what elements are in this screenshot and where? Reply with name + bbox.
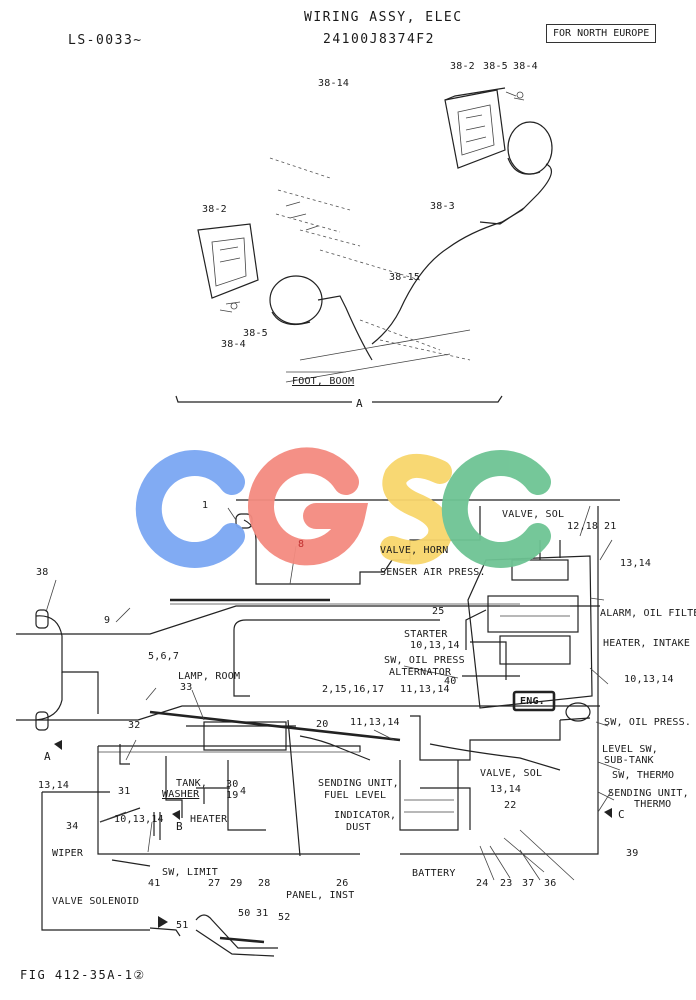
label-sw-oil-press-b: SW, OIL PRESS. xyxy=(604,717,692,728)
label-sw-limit: SW, LIMIT xyxy=(162,867,218,878)
label-10-13-14-a: 10,13,14 xyxy=(410,640,460,651)
label-34: 34 xyxy=(66,821,79,832)
label-52: 52 xyxy=(278,912,291,923)
label-38-4-top: 38-4 xyxy=(513,61,538,72)
label-heater-intake: HEATER, INTAKE xyxy=(603,638,691,649)
mark-b: B xyxy=(176,820,183,833)
mark-a-lower: A xyxy=(44,750,51,763)
label-28: 28 xyxy=(258,878,271,889)
label-lamp-room: LAMP, ROOM xyxy=(178,671,241,682)
label-38-5-left: 38-5 xyxy=(243,328,268,339)
label-starter: STARTER xyxy=(404,629,448,640)
label-sending-thermo-2: THERMO xyxy=(634,799,672,810)
label-38-14: 38-14 xyxy=(318,78,350,89)
serial-range: LS-0033~ xyxy=(68,33,143,48)
label-41: 41 xyxy=(148,878,161,889)
label-37: 37 xyxy=(522,878,535,889)
label-24: 24 xyxy=(476,878,489,889)
label-40: 40 xyxy=(444,676,457,687)
label-31-a: 31 xyxy=(118,786,131,797)
label-50: 50 xyxy=(238,908,251,919)
label-12-18: 12,18 xyxy=(567,521,599,532)
label-senser-air-press: SENSER AIR PRESS. xyxy=(380,567,486,578)
label-13-14-c: 13,14 xyxy=(490,784,522,795)
label-32: 32 xyxy=(128,720,141,731)
label-indicator-2: DUST xyxy=(346,822,371,833)
label-29: 29 xyxy=(230,878,243,889)
label-27: 27 xyxy=(208,878,221,889)
label-2-15-16-17: 2,15,16,17 xyxy=(322,684,385,695)
label-valve-sol-low: VALVE, SOL xyxy=(480,768,543,779)
part-number: 24100J8374F2 xyxy=(323,32,435,47)
figure-number: FIG 412-35A-1② xyxy=(20,968,146,982)
label-38-5-top: 38-5 xyxy=(483,61,508,72)
label-8: 8 xyxy=(298,539,305,550)
label-4: 4 xyxy=(240,786,247,797)
label-eng: ENG. xyxy=(520,696,545,707)
label-sub-tank: SUB-TANK xyxy=(604,755,654,766)
label-sw-thermo: SW, THERMO xyxy=(612,770,675,781)
label-battery: BATTERY xyxy=(412,868,456,879)
label-36: 36 xyxy=(544,878,557,889)
label-38-2-top: 38-2 xyxy=(450,61,475,72)
label-19: 19 xyxy=(226,790,239,801)
diagram-title: WIRING ASSY, ELEC xyxy=(304,10,463,25)
label-20: 20 xyxy=(316,719,329,730)
label-38-15: 38-15 xyxy=(389,272,421,283)
label-valve-solenoid: VALVE SOLENOID xyxy=(52,896,140,907)
label-10-13-14-c: 10,13,14 xyxy=(114,814,164,825)
watermark-letters xyxy=(135,447,551,568)
label-13-14-a: 13,14 xyxy=(620,558,652,569)
label-51: 51 xyxy=(176,920,189,931)
label-heater: HEATER xyxy=(190,814,228,825)
label-alternator: ALTERNATOR xyxy=(389,667,452,678)
label-5-6-7: 5,6,7 xyxy=(148,651,180,662)
label-panel-inst: PANEL, INST xyxy=(286,890,355,901)
label-valve-horn: VALVE, HORN xyxy=(380,545,449,556)
label-sw-oil-press-a: SW, OIL PRESS xyxy=(384,655,465,666)
foot-boom-label: FOOT, BOOM xyxy=(292,376,355,387)
label-sending-fuel-1: SENDING UNIT, xyxy=(318,778,399,789)
label-38: 38 xyxy=(36,567,49,578)
label-38-2-left: 38-2 xyxy=(202,204,227,215)
label-21: 21 xyxy=(604,521,617,532)
label-23: 23 xyxy=(500,878,513,889)
label-sending-fuel-2: FUEL LEVEL xyxy=(324,790,387,801)
label-25: 25 xyxy=(432,606,445,617)
label-washer: WASHER xyxy=(162,789,200,800)
label-11-13-14-b: 11,13,14 xyxy=(350,717,400,728)
label-13-14-b: 13,14 xyxy=(38,780,70,791)
label-38-3: 38-3 xyxy=(430,201,455,212)
label-1: 1 xyxy=(202,500,209,511)
label-alarm-oil-filter: ALARM, OIL FILTER xyxy=(600,608,696,619)
label-31-b: 31 xyxy=(256,908,269,919)
section-mark-a: A xyxy=(356,397,363,410)
upper-exploded-view xyxy=(175,87,553,403)
label-10-13-14-b: 10,13,14 xyxy=(624,674,674,685)
label-33: 33 xyxy=(180,682,193,693)
label-indicator-1: INDICATOR, xyxy=(334,810,397,821)
label-26: 26 xyxy=(336,878,349,889)
label-valve-sol-top: VALVE, SOL xyxy=(502,509,565,520)
mark-c: C xyxy=(618,808,625,821)
label-tank: TANK, xyxy=(176,778,208,789)
label-39: 39 xyxy=(626,848,639,859)
label-level-sw: LEVEL SW, xyxy=(602,744,658,755)
label-38-4-left: 38-4 xyxy=(221,339,246,350)
label-sending-thermo-1: SENDING UNIT, xyxy=(608,788,689,799)
label-9: 9 xyxy=(104,615,111,626)
region-box: FOR NORTH EUROPE xyxy=(546,24,657,43)
label-wiper: WIPER xyxy=(52,848,84,859)
label-30: 30 xyxy=(226,779,239,790)
label-11-13-14-a: 11,13,14 xyxy=(400,684,450,695)
label-22: 22 xyxy=(504,800,517,811)
